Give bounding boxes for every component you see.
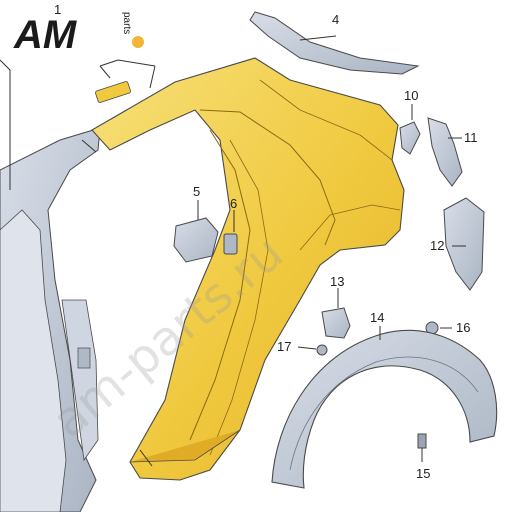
logo-suffix: parts [121, 12, 132, 34]
callout-11: 11 [464, 130, 478, 145]
callout-4: 4 [332, 12, 339, 27]
logo-brand: AM [13, 13, 78, 57]
part-4-rail [249, 11, 420, 75]
callout-5: 5 [193, 184, 200, 199]
callout-6: 6 [230, 196, 237, 211]
rear-side-panel [81, 57, 405, 481]
part-12-cover [443, 197, 485, 291]
part-17-fastener [297, 344, 328, 356]
callout-16: 16 [456, 320, 470, 335]
callout-1: 1 [54, 2, 61, 17]
part-6-clip [223, 210, 238, 255]
part-13-bracket [321, 288, 351, 339]
logo: AM parts [13, 12, 144, 57]
callout-13: 13 [330, 274, 344, 289]
callout-14: 14 [370, 310, 384, 325]
part-15-screw [417, 433, 427, 462]
body-frame [0, 59, 101, 512]
callout-15: 15 [416, 466, 430, 481]
callout-10: 10 [404, 88, 418, 103]
part-14-wheel-liner [271, 326, 498, 489]
callout-12: 12 [430, 238, 444, 253]
part-10-bracket [399, 104, 421, 155]
callout-17: 17 [277, 339, 291, 354]
logo-dot-icon [132, 36, 144, 48]
part-5-bracket [173, 200, 219, 263]
part-11-bracket [427, 117, 463, 187]
